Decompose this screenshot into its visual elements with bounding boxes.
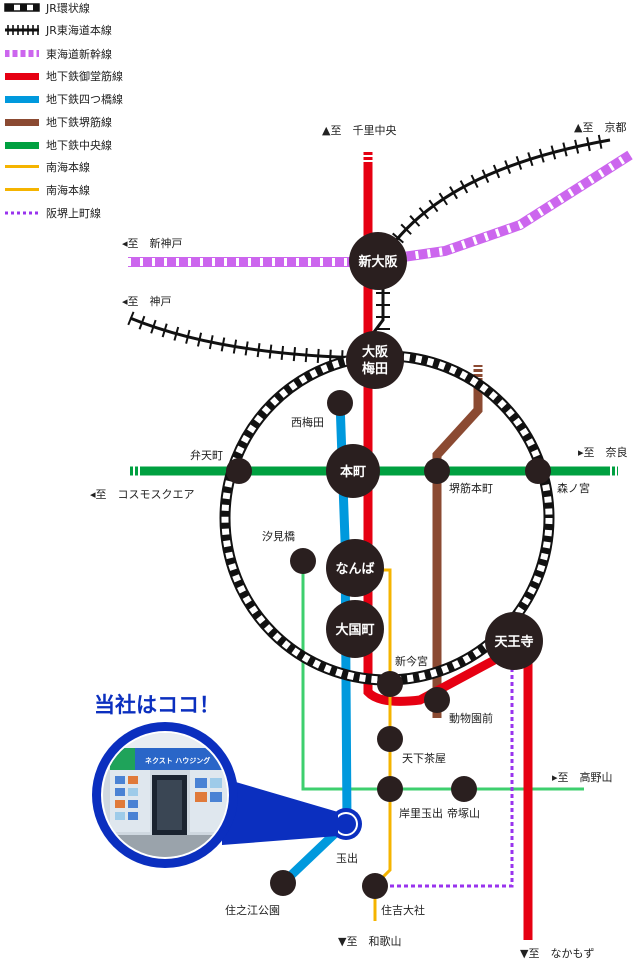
direction-cosmo: ◂至 コスモスクエア — [90, 488, 195, 501]
label-shiomibashi: 汐見橋 — [262, 529, 295, 543]
station-kishinosato[interactable] — [377, 776, 403, 802]
svg-text:梅田: 梅田 — [362, 361, 388, 377]
legend-item-jr-tokaido: JR東海道本線 — [5, 23, 112, 37]
office-callout: 当社はココ！ ネクスト ハウジング — [92, 693, 338, 868]
label-bentencho: 弁天町 — [190, 448, 223, 462]
label-morinomiya: 森ノ宮 — [557, 481, 590, 495]
legend-item-sakaisuji: 地下鉄堺筋線 — [5, 115, 112, 129]
legend-label: 地下鉄中央線 — [46, 138, 112, 152]
station-labels: 西梅田 弁天町 堺筋本町 森ノ宮 汐見橋 新今宮 動物園前 天下茶屋 岸里玉出 … — [190, 415, 590, 917]
label-kishinosato: 岸里玉出 — [399, 806, 443, 820]
station-suminoe[interactable] — [270, 870, 296, 896]
station-tennoji[interactable]: 天王寺 — [485, 612, 543, 670]
photo-sign: ネクスト ハウジング — [145, 756, 210, 765]
station-sakaisuji-honmachi[interactable] — [424, 458, 450, 484]
direction-koyasan: ▸至 高野山 — [552, 770, 613, 784]
svg-text:新大阪: 新大阪 — [358, 254, 398, 270]
station-morinomiya[interactable] — [525, 458, 551, 484]
station-shiomibashi[interactable] — [290, 548, 316, 574]
legend-item-jr-loop: JR環状線 — [4, 1, 90, 15]
legend-label: 地下鉄堺筋線 — [46, 115, 112, 129]
callout-headline: 当社はココ！ — [94, 693, 220, 717]
legend-item-nankai-2: 南海本線 — [5, 183, 90, 197]
direction-nakamozu: ▼至 なかもず — [520, 947, 594, 960]
label-tezukayama: 帝塚山 — [447, 806, 480, 820]
legend-label: 阪堺上町線 — [46, 206, 101, 220]
station-tengachaya[interactable] — [377, 726, 403, 752]
station-umeda[interactable]: 大阪 梅田 — [346, 331, 404, 389]
legend-item-shinkansen: 東海道新幹線 — [5, 47, 112, 61]
station-shin-imamiya[interactable] — [377, 671, 403, 697]
legend-label: 地下鉄四つ橋線 — [46, 92, 123, 106]
label-nishiumeda: 西梅田 — [291, 415, 324, 429]
line-nankai-koya — [301, 562, 584, 791]
station-dobutsuen[interactable] — [424, 687, 450, 713]
label-sakaisuji-honmachi: 堺筋本町 — [449, 481, 493, 495]
direction-labels: ▲至 千里中央 ▲至 京都 ◂至 新神戸 ◂至 神戸 ▸至 奈良 ◂至 コスモス… — [90, 120, 628, 960]
station-honmachi[interactable]: 本町 — [326, 444, 380, 498]
legend-item-yotsubashi: 地下鉄四つ橋線 — [5, 92, 123, 106]
station-nishiumeda[interactable] — [327, 390, 353, 416]
label-tamade: 玉出 — [336, 851, 358, 865]
label-suminoe: 住之江公園 — [225, 903, 280, 917]
line-shinkansen — [128, 150, 633, 267]
station-daikokucho[interactable]: 大国町 — [326, 600, 384, 658]
station-tezukayama[interactable] — [451, 776, 477, 802]
legend-label: 東海道新幹線 — [46, 47, 112, 61]
station-sumiyoshi[interactable] — [362, 873, 388, 899]
label-shin-imamiya: 新今宮 — [395, 654, 428, 668]
legend-item-hankai: 阪堺上町線 — [5, 206, 101, 220]
station-bentencho[interactable] — [226, 458, 252, 484]
svg-text:大阪: 大阪 — [362, 344, 389, 360]
svg-text:本町: 本町 — [340, 464, 366, 480]
station-namba[interactable]: なんば — [326, 539, 384, 597]
legend-label: 南海本線 — [46, 183, 90, 197]
label-dobutsuen: 動物園前 — [449, 711, 493, 725]
legend-item-nankai-1: 南海本線 — [5, 160, 90, 174]
direction-kyoto: ▲至 京都 — [574, 120, 626, 134]
legend-label: JR東海道本線 — [45, 23, 112, 37]
legend: JR環状線 JR東海道本線 東海道新幹線 地下鉄御堂筋線 地下鉄四つ橋線 地下鉄… — [4, 1, 123, 220]
small-stations — [226, 390, 551, 899]
station-shin-osaka[interactable]: 新大阪 — [349, 232, 407, 290]
direction-nara: ▸至 奈良 — [578, 445, 628, 459]
office-photo: ネクスト ハウジング — [103, 733, 227, 857]
direction-shinkobe: ◂至 新神戸 — [122, 236, 183, 250]
legend-label: JR環状線 — [45, 1, 90, 15]
direction-kobe: ◂至 神戸 — [122, 294, 172, 308]
direction-wakayama: ▼至 和歌山 — [338, 934, 401, 948]
direction-senri: ▲至 千里中央 — [322, 124, 396, 137]
label-tengachaya: 天下茶屋 — [402, 752, 446, 765]
legend-item-midosuji: 地下鉄御堂筋線 — [5, 69, 123, 83]
legend-item-chuo: 地下鉄中央線 — [5, 138, 112, 152]
legend-label: 南海本線 — [46, 160, 90, 174]
callout-pointer — [222, 778, 338, 845]
svg-text:なんば: なんば — [335, 562, 374, 577]
line-hankai — [377, 668, 514, 888]
svg-text:大国町: 大国町 — [335, 622, 374, 638]
label-sumiyoshi: 住吉大社 — [381, 903, 425, 917]
legend-label: 地下鉄御堂筋線 — [46, 69, 123, 83]
svg-text:天王寺: 天王寺 — [494, 634, 533, 650]
